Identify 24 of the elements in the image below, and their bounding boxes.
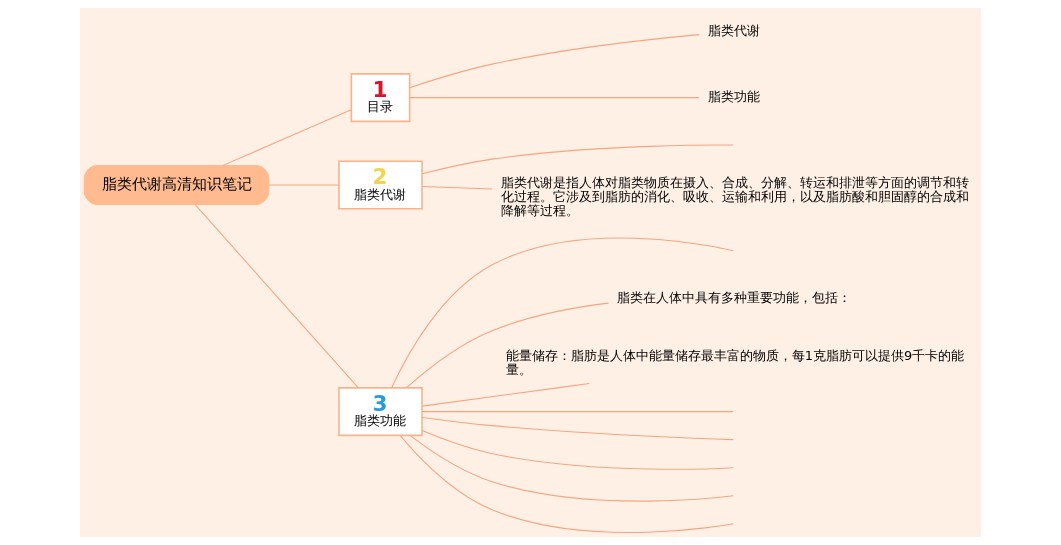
- connector: [421, 429, 734, 470]
- node-text: 脂类代谢是指人体对脂类物质在摄入、合成、分解、转运和排泄等方面的调节和转化过程。它涉及到脂肪的消化、吸收、运输和利用，以及脂肪酸和胆固醇的合成和降解等过程。: [500, 175, 969, 219]
- connector: [222, 109, 352, 166]
- connector: [421, 416, 734, 441]
- connector: [421, 383, 590, 407]
- node-box: 2 脂类代谢: [338, 160, 423, 210]
- connector: [406, 302, 610, 389]
- node-box: 1 目录: [350, 73, 411, 123]
- connector: [409, 434, 734, 502]
- connector: [194, 204, 359, 389]
- node-text: 脂类在人体中具有多种重要功能，包括：: [617, 289, 852, 305]
- connector: [391, 237, 734, 389]
- connector: [409, 97, 700, 99]
- connector: [421, 411, 734, 413]
- node-text: 脂类功能: [708, 88, 760, 104]
- connector: [409, 34, 700, 89]
- connector: [399, 435, 734, 534]
- node-box: 3 脂类功能: [338, 387, 423, 437]
- node-box: 脂类代谢高清知识笔记: [83, 165, 270, 205]
- connector: [268, 184, 340, 186]
- node-text: 能量储存：脂肪是人体中能量储存最丰富的物质，每1克脂肪可以提供9千卡的能量。: [505, 348, 965, 378]
- node-text: 脂类代谢: [708, 23, 760, 39]
- connector: [421, 144, 734, 175]
- connector: [421, 185, 493, 190]
